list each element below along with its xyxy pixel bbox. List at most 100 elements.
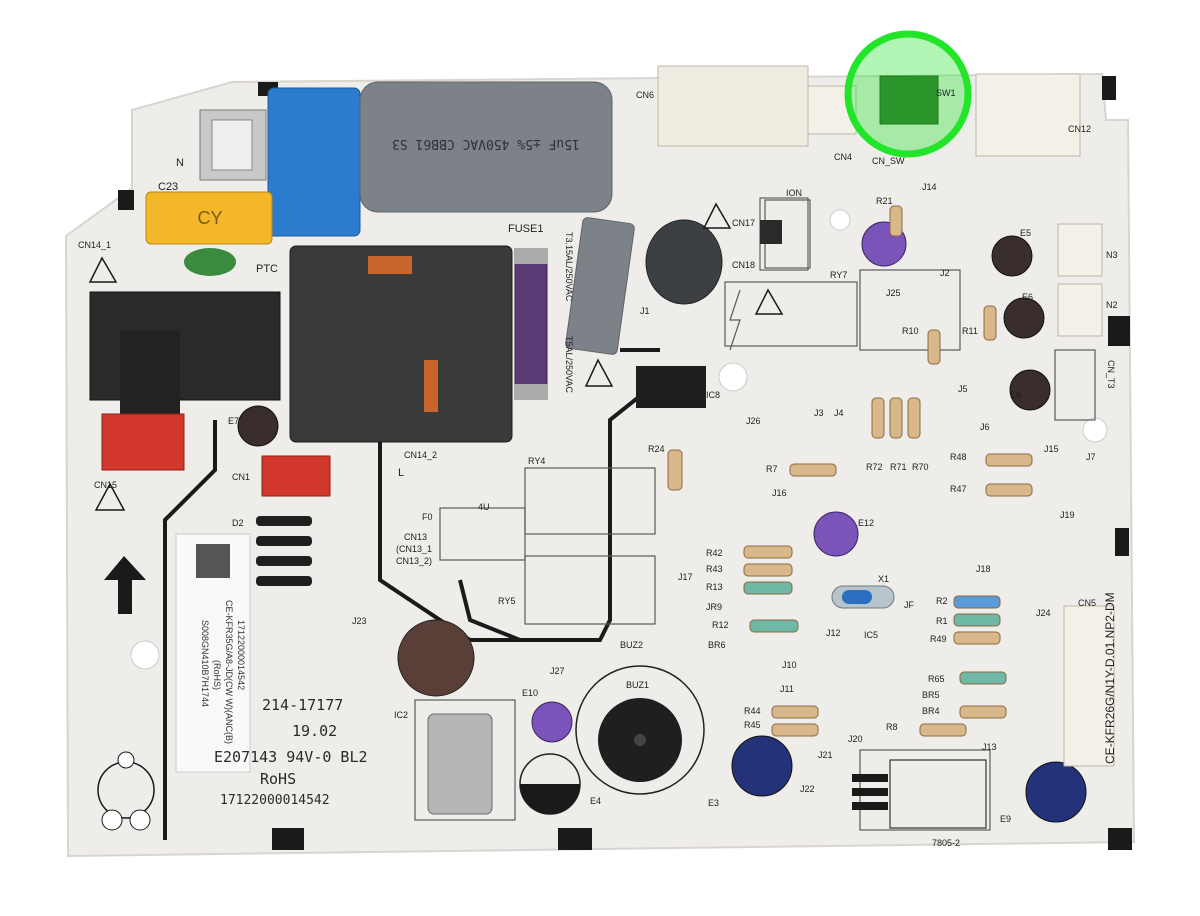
label-r48: R48 [950, 452, 967, 462]
label-j4: J4 [834, 408, 844, 418]
ground-hole [117, 751, 135, 769]
label-j23: J23 [352, 616, 367, 626]
varistor-block [565, 217, 635, 355]
date-code: 19.02 [292, 722, 337, 740]
label-j13: J13 [982, 742, 997, 752]
crystal-body [842, 590, 872, 604]
relay-terminal [368, 256, 412, 274]
label-e4: E4 [590, 796, 601, 806]
terminal-n-plate [211, 119, 253, 171]
ic8-chip [636, 366, 706, 408]
label-j25: J25 [886, 288, 901, 298]
label-r1: R1 [936, 616, 948, 626]
capacitor-print: 15uF ±5% 450VAC CBB61 S3 [392, 136, 580, 151]
label-r13: R13 [706, 582, 723, 592]
label-r24: R24 [648, 444, 665, 454]
label-j18: J18 [976, 564, 991, 574]
mounting-hole [718, 362, 748, 392]
cn14-1-connector-side [120, 330, 180, 430]
hazard-icons [88, 202, 784, 511]
n2-connector [1057, 283, 1103, 337]
label-r43: R43 [706, 564, 723, 574]
label-j11: J11 [780, 684, 794, 694]
sticker-line-1: 17122000014542 [236, 620, 246, 690]
label-cn15: CN15 [94, 480, 117, 490]
label-e5: E5 [1020, 228, 1031, 238]
label-j14: J14 [922, 182, 937, 192]
label-jr9: JR9 [706, 602, 722, 612]
corner-marker [272, 828, 304, 850]
rohs-mark: RoHS [260, 770, 296, 788]
e4-fill [520, 784, 580, 814]
label-e12: E12 [858, 518, 874, 528]
regulator-tab [852, 788, 888, 796]
diodes-d2 [256, 516, 312, 586]
label-j16: J16 [772, 488, 787, 498]
ic2-regulator [427, 713, 493, 815]
label-r65: R65 [928, 674, 945, 684]
up-arrow-icon [104, 556, 146, 614]
label-cn14-2: CN14_2 [404, 450, 437, 460]
hazard-icon [754, 288, 784, 315]
mounting-hole [829, 209, 851, 231]
label-buz2: BUZ2 [620, 640, 643, 650]
label-cn13-2: CN13_2) [396, 556, 432, 566]
label-j5: J5 [958, 384, 968, 394]
label-cn18: CN18 [732, 260, 755, 270]
yellow-capacitor [145, 191, 273, 245]
label-r45: R45 [744, 720, 761, 730]
label-ic5: IC5 [864, 630, 878, 640]
ground-hole [129, 809, 151, 831]
label-cn5: CN5 [1078, 598, 1096, 608]
label-cn-sw: CN_SW [872, 156, 905, 166]
label-n2: N2 [1106, 300, 1118, 310]
label-n: N [176, 157, 184, 169]
mounting-hole [130, 640, 160, 670]
label-x1: X1 [878, 574, 889, 584]
sticker-line-3: (RoHS) [212, 660, 222, 690]
blue-capacitor [267, 87, 361, 237]
label-cn6: CN6 [636, 90, 654, 100]
run-capacitor [359, 81, 613, 213]
ion-module [760, 220, 782, 244]
sw1-switch[interactable] [879, 75, 939, 125]
label-j26: J26 [746, 416, 761, 426]
electrolytic-capacitors [237, 221, 1087, 823]
regulator-tab [852, 774, 888, 782]
relay-terminal [424, 360, 438, 412]
yellow-cap-print: CY [197, 208, 222, 228]
label-jf: JF [904, 600, 915, 610]
label-buz1: BUZ1 [626, 680, 649, 690]
label-r10: R10 [902, 326, 919, 336]
pcb-traces [163, 348, 662, 840]
label-j17: J17 [678, 572, 693, 582]
label-fuse1: FUSE1 [508, 223, 543, 235]
label-ry7: RY7 [830, 270, 847, 280]
hazard-icon [88, 256, 118, 283]
label-cn17: CN17 [732, 218, 755, 228]
label-e6: E6 [1022, 292, 1033, 302]
cn5-connector [1063, 605, 1115, 767]
fuse [514, 251, 548, 397]
label-r42: R42 [706, 548, 723, 558]
label-r8: R8 [886, 722, 898, 732]
regulator-7805 [889, 759, 987, 829]
label-e10: E10 [522, 688, 538, 698]
resistors [667, 205, 1033, 737]
label-br5: BR5 [922, 690, 940, 700]
corner-marker [1115, 528, 1129, 556]
label-j21: J21 [818, 750, 833, 760]
label-e7: E7 [228, 416, 239, 426]
label-ptc: PTC [256, 263, 278, 275]
label-cn-t3: CN_T3 [1106, 360, 1116, 389]
label-cn1: CN1 [232, 472, 250, 482]
hazard-icon [94, 482, 126, 511]
label-r21: R21 [876, 196, 893, 206]
label-j6: J6 [980, 422, 990, 432]
corner-marker [118, 190, 134, 210]
label-r7: R7 [766, 464, 778, 474]
label-r44: R44 [744, 706, 761, 716]
label-e8: E8 [1010, 390, 1021, 400]
label-f0: F0 [422, 512, 433, 522]
